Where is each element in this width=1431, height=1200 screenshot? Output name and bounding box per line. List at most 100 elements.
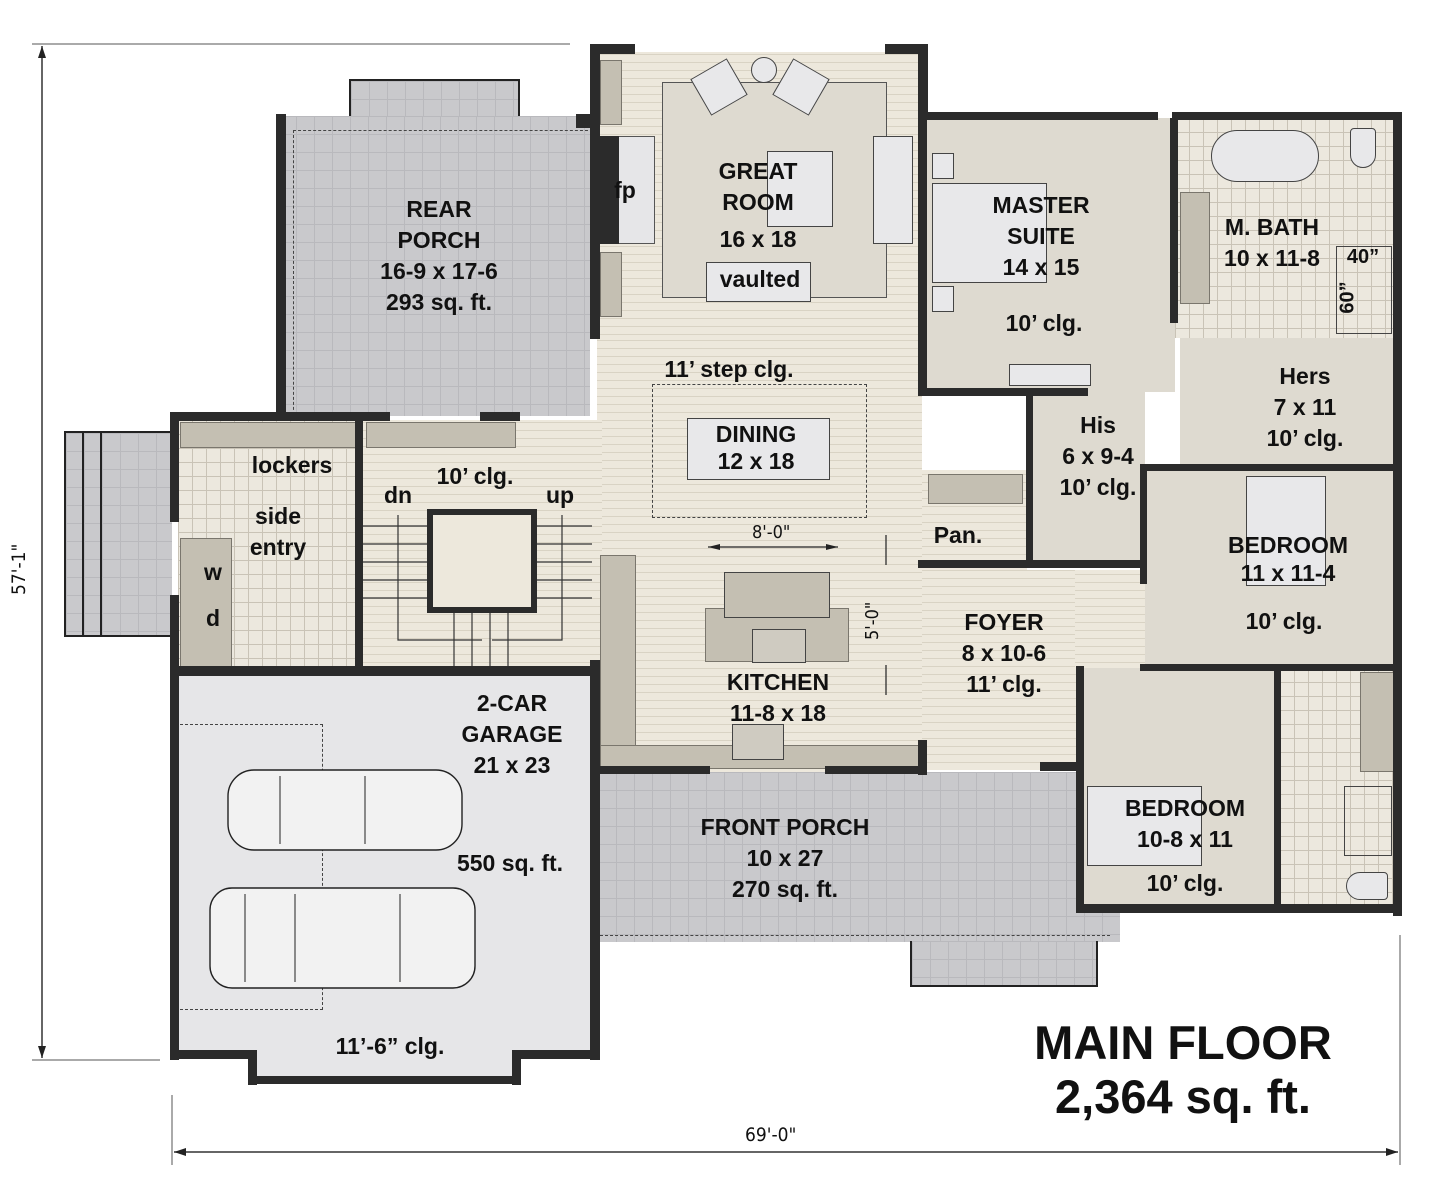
side-table <box>751 57 777 83</box>
stairs <box>362 509 592 670</box>
side-entry-steps <box>64 431 172 637</box>
wall <box>170 1050 250 1059</box>
great-room-ceiling: vaulted <box>719 266 801 292</box>
dining-ceiling-outline <box>652 384 867 518</box>
wall <box>825 766 925 774</box>
dining-label: DINING 12 x 18 <box>715 421 797 474</box>
dining-kitchen-area <box>597 338 922 772</box>
master-bath-label: M. BATH 10 x 11-8 <box>1224 214 1320 271</box>
vanity-hall-bath <box>1360 672 1394 772</box>
wall <box>1076 904 1402 913</box>
bedroom-3-bed <box>1087 786 1202 866</box>
garage-cars <box>209 769 476 989</box>
built-in-cabinet <box>600 60 622 125</box>
vanity-master <box>1180 192 1210 304</box>
step-line <box>100 431 102 637</box>
washer-label: w <box>204 559 222 585</box>
wall <box>480 412 520 421</box>
dining-ceiling: 11’ step clg. <box>664 356 794 382</box>
island-dimension-lines <box>708 535 887 695</box>
pantry-label: Pan. <box>933 522 983 548</box>
nightstand <box>932 286 954 312</box>
hers-closet-label: Hers 7 x 11 10’ clg. <box>1266 363 1344 451</box>
island-seating-top <box>724 572 830 618</box>
shower-depth: 60” <box>1336 281 1359 314</box>
hers-closet <box>1180 338 1397 466</box>
island-width-dimension: 8'-0" <box>752 522 791 543</box>
garage-overhead-line <box>180 724 323 1010</box>
wall <box>276 114 286 412</box>
wall <box>590 44 600 339</box>
master-dresser <box>1009 364 1091 386</box>
bedroom-2-label: BEDROOM 11 x 11-4 <box>1227 532 1349 586</box>
master-suite-ceiling: 10’ clg. <box>1005 310 1083 336</box>
wall <box>170 412 179 522</box>
great-room-sofa <box>873 136 913 244</box>
wall <box>170 412 390 421</box>
wall <box>590 766 710 774</box>
wall <box>918 44 928 114</box>
dryer-label: d <box>205 605 221 631</box>
built-in-cabinet <box>600 252 622 317</box>
hall-bath-toilet <box>1346 872 1388 900</box>
step-line <box>82 431 84 637</box>
locker-bench <box>180 422 358 448</box>
wall <box>355 412 363 667</box>
his-closet <box>1030 392 1145 562</box>
garage-label: 2-CAR GARAGE 21 x 23 <box>461 690 563 778</box>
side-entry-lockers: lockers <box>251 452 333 478</box>
bedroom-2-ceiling: 10’ clg. <box>1245 608 1323 634</box>
bedroom-3-ceiling: 10’ clg. <box>1146 870 1224 896</box>
wall <box>1140 464 1147 584</box>
hall-bench <box>366 422 516 448</box>
garage-area: 550 sq. ft. <box>456 850 564 876</box>
kitchen-counter-left <box>600 555 636 750</box>
garage-door-bay <box>248 1040 520 1082</box>
fireplace-firebox <box>597 136 619 244</box>
wall <box>518 1050 600 1059</box>
wall <box>590 660 600 1060</box>
hall-to-bedrooms <box>1075 570 1155 670</box>
rear-porch-overhang-line <box>293 130 593 420</box>
overall-depth-dimension: 57'-1" <box>8 543 30 595</box>
garage-ceiling: 11’-6” clg. <box>335 1033 445 1059</box>
dining-table <box>687 418 830 480</box>
wall <box>918 112 1158 120</box>
overall-width-dimension: 69'-0" <box>745 1124 797 1146</box>
wall <box>170 666 600 676</box>
side-entry-label: side entry <box>249 503 307 560</box>
wall <box>1274 668 1281 908</box>
bathtub <box>1211 130 1319 182</box>
wall <box>885 44 927 54</box>
great-room-ottoman <box>767 151 833 227</box>
wall <box>1140 664 1402 671</box>
rear-porch-label: REAR PORCH 16-9 x 17-6 293 sq. ft. <box>380 196 498 315</box>
stairs-down-label: dn <box>383 482 413 508</box>
kitchen-sink <box>732 724 784 760</box>
floor-plan-title: MAIN FLOOR 2,364 sq. ft. <box>1034 1016 1332 1123</box>
wall <box>1393 112 1402 916</box>
rear-porch <box>278 116 590 416</box>
his-closet-label: His 6 x 9-4 10’ clg. <box>1059 412 1137 500</box>
nightstand <box>932 153 954 179</box>
wall <box>1140 464 1402 471</box>
front-porch-steps <box>910 941 1098 987</box>
garage <box>178 676 598 1056</box>
wall <box>1040 762 1080 771</box>
front-porch-overhang-line <box>600 935 1110 937</box>
master-suite-label: MASTER SUITE 14 x 15 <box>992 192 1090 280</box>
wall <box>1076 666 1084 912</box>
laundry-counter <box>180 538 232 668</box>
stairs-up-label: up <box>545 482 575 508</box>
wall <box>170 595 179 1060</box>
wall <box>248 1076 521 1084</box>
master-bed <box>932 183 1047 283</box>
great-room-label: GREAT ROOM 16 x 18 <box>718 158 798 252</box>
front-porch-label: FRONT PORCH 10 x 27 270 sq. ft. <box>700 814 870 902</box>
kitchen-label: KITCHEN 11-8 x 18 <box>726 669 830 726</box>
rear-porch-steps <box>349 79 520 119</box>
shower-width: 40” <box>1346 246 1380 268</box>
wall <box>918 388 1088 396</box>
wall <box>918 560 1143 568</box>
hall-ceiling: 10’ clg. <box>436 463 514 489</box>
